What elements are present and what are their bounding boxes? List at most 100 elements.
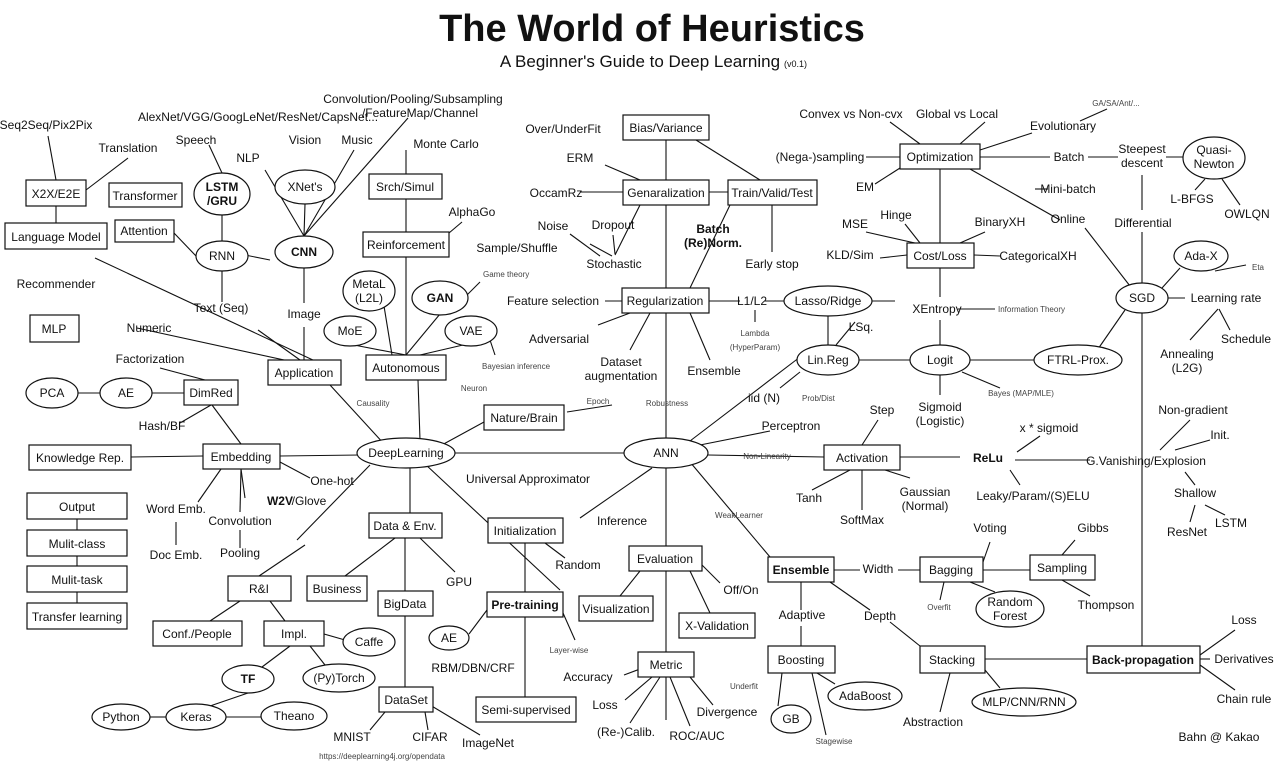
connector-line [130,455,204,458]
svg-text:SoftMax: SoftMax [840,513,884,527]
node-ae-dimred: AE [99,377,153,409]
svg-text:KLD/Sim: KLD/Sim [826,248,873,262]
node-x2x: X2X/E2E [25,179,87,207]
connector-line [689,312,711,361]
svg-text:Factorization: Factorization [116,352,185,366]
svg-text:AlexNet/VGG/GoogLeNet/ResNet/C: AlexNet/VGG/GoogLeNet/ResNet/CapsNet... [138,110,378,124]
connector-line [405,313,441,356]
connector-line [623,668,641,676]
node-mlp: MLP [29,314,80,343]
connector-line [419,344,464,356]
connector-line [777,672,783,707]
connector-line [959,231,986,244]
connector-line [47,135,57,181]
node-tf: TF [221,664,275,694]
connector-line [209,692,249,707]
svg-text:Accuracy: Accuracy [563,670,612,684]
connector-line [689,356,801,442]
svg-text:Visualization: Visualization [582,602,649,616]
svg-text:CIFAR: CIFAR [412,730,448,744]
node-semi-supervised: Semi-supervised [475,696,577,723]
node-caffe: Caffe [342,627,396,657]
node-ftrl: FTRL-Prox. [1033,344,1123,376]
connector-line [1016,435,1041,453]
node-conf-people: Conf./People [152,620,243,647]
svg-text:Chain rule: Chain rule [1217,692,1272,706]
svg-text:Pooling: Pooling [220,546,260,560]
node-gb: GB [770,704,812,734]
svg-text:Epoch: Epoch [587,397,610,406]
svg-text:Noise: Noise [538,219,569,233]
svg-text:Bagging: Bagging [929,563,973,577]
connector-line [173,232,197,257]
connector-line [244,254,271,261]
connector-line [429,704,481,736]
svg-text:CategoricalXH: CategoricalXH [999,249,1076,263]
node-stacking: Stacking [919,645,986,674]
svg-text:Robustness: Robustness [646,399,688,408]
svg-text:GB: GB [782,712,799,726]
connector-line [829,581,871,611]
svg-text:Mulit-task: Mulit-task [51,573,103,587]
connector-line [383,305,393,356]
svg-text:Convolution/Pooling/Subsamplin: Convolution/Pooling/Subsampling [323,92,502,106]
svg-text:Evaluation: Evaluation [637,552,693,566]
connector-line [701,564,721,584]
svg-text:Adaptive: Adaptive [779,608,826,622]
connector-line [258,544,306,577]
svg-text:NLP: NLP [236,151,259,165]
connector-line [465,281,481,297]
connector-line [959,121,986,145]
svg-text:Bayes (MAP/MLE): Bayes (MAP/MLE) [988,389,1054,398]
svg-text:Embedding: Embedding [211,450,272,464]
node-train-valid-test: Train/Valid/Test [727,179,818,206]
svg-text:Keras: Keras [180,710,211,724]
svg-text:BinaryXH: BinaryXH [975,215,1026,229]
node-lstm-gru: LSTM/GRU [193,172,251,216]
svg-text:Divergence: Divergence [697,705,758,719]
connector-line [699,430,771,446]
svg-text:Universal Approximator: Universal Approximator [466,472,590,486]
svg-text:WeakLearner: WeakLearner [715,511,763,520]
node-metric: Metric [637,651,695,678]
node-transformer: Transformer [108,182,183,208]
svg-text:iid (N): iid (N) [748,391,780,405]
svg-text:FTRL-Prox.: FTRL-Prox. [1047,353,1109,367]
connector-line [562,612,576,641]
svg-text:TF: TF [241,672,256,686]
svg-text:Gaussian(Normal): Gaussian(Normal) [900,485,951,513]
connector-line [1184,471,1196,486]
node-output: Output [26,492,128,520]
svg-text:Global vs Local: Global vs Local [916,107,998,121]
connector-line [179,404,212,424]
connector-line [1174,439,1211,451]
svg-text:Language Model: Language Model [11,230,100,244]
svg-text:Annealing(L2G): Annealing(L2G) [1160,347,1213,375]
connector-line [94,257,331,369]
node-x-validation: X-Validation [678,612,756,639]
connector-line [982,541,991,563]
svg-text:Ensemble: Ensemble [687,364,741,378]
connector-line [973,254,1001,257]
svg-text:Monte Carlo: Monte Carlo [413,137,479,151]
connector-line [589,243,613,257]
svg-text:Overfit: Overfit [927,603,951,612]
svg-text:OWLQN: OWLQN [1224,207,1269,221]
node-visualization: Visualization [578,595,654,622]
connector-line [1199,664,1236,691]
node-multi-class: Mulit-class [26,529,128,557]
svg-text:Convex vs Non-cvx: Convex vs Non-cvx [799,107,902,121]
svg-text:Data & Env.: Data & Env. [373,519,436,533]
connector-line [269,600,286,622]
svg-text:Sigmoid(Logistic): Sigmoid(Logistic) [916,400,965,428]
svg-text:Thompson: Thompson [1078,598,1135,612]
svg-text:Train/Valid/Test: Train/Valid/Test [731,186,813,200]
svg-text:Music: Music [341,133,372,147]
svg-text:AdaBoost: AdaBoost [839,689,892,703]
svg-text:MNIST: MNIST [333,730,371,744]
node-xnets: XNet's [274,169,336,205]
connector-line [303,203,306,237]
svg-text:Activation: Activation [836,451,888,465]
connector-line [544,542,566,559]
